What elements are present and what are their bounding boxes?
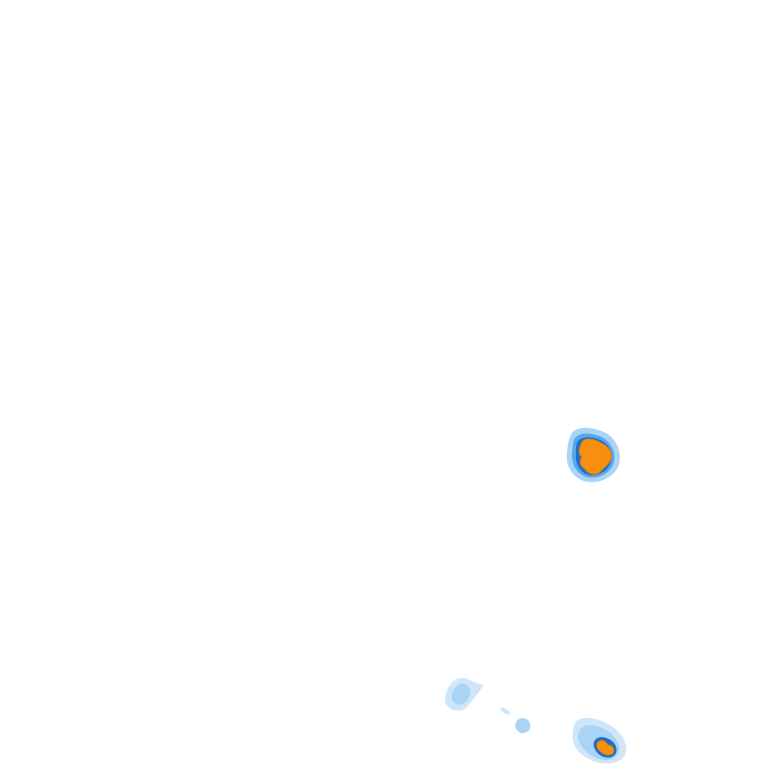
speck-1 — [500, 707, 511, 715]
speck-2 — [515, 717, 531, 734]
storm-cell-specks — [500, 707, 531, 734]
storm-cell-main-core — [578, 438, 612, 475]
storm-cell-light-west — [444, 677, 484, 711]
storm-cell-light-west-inner — [451, 683, 471, 705]
storm-cell-south — [572, 717, 627, 764]
storm-cell-main — [566, 427, 620, 483]
storm-cell-south-core — [596, 740, 615, 756]
